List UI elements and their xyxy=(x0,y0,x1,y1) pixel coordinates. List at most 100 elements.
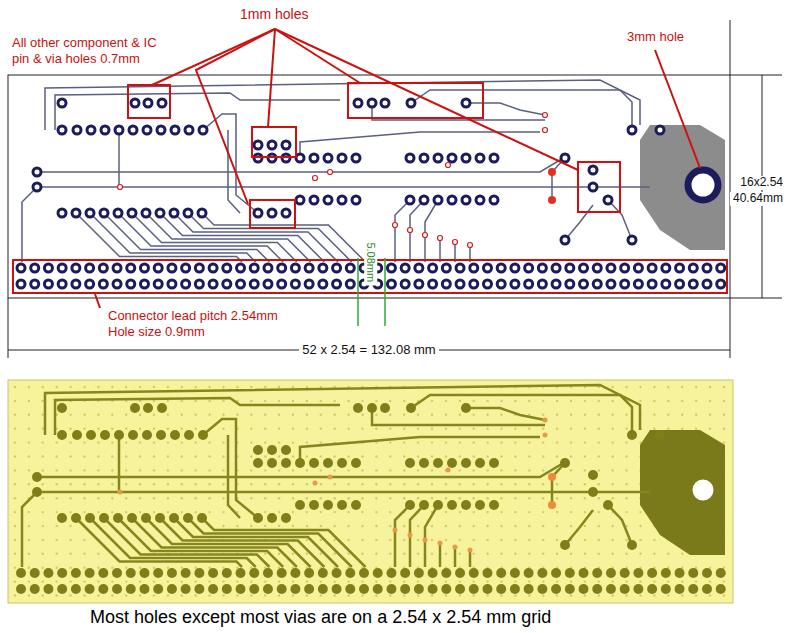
pin-hole xyxy=(589,183,597,191)
grid-dot xyxy=(69,469,71,471)
grid-dot xyxy=(195,483,197,485)
grid-dot xyxy=(612,414,614,416)
via xyxy=(328,475,333,480)
copper-trace xyxy=(160,213,324,262)
pin-hole xyxy=(158,99,166,107)
pin-hole xyxy=(387,264,395,272)
grid-dot xyxy=(83,511,85,513)
copper-trace xyxy=(45,80,640,130)
pin-hole xyxy=(267,513,277,523)
top-copper xyxy=(17,80,725,288)
grid-dot xyxy=(709,580,711,582)
copper-trace xyxy=(132,518,297,567)
pin-hole xyxy=(429,280,437,288)
grid-dot xyxy=(320,497,322,499)
pin-hole xyxy=(688,584,698,594)
pin-hole xyxy=(447,500,457,510)
grid-dot xyxy=(612,400,614,402)
callout-box xyxy=(252,127,296,157)
pin-hole xyxy=(580,280,588,288)
grid-dot xyxy=(222,580,224,582)
pin-hole xyxy=(524,584,534,594)
grid-dot xyxy=(139,580,141,582)
via xyxy=(438,236,443,241)
pin-hole xyxy=(633,584,643,594)
grid-dot xyxy=(445,428,447,430)
via xyxy=(313,481,318,486)
grid-dot xyxy=(361,428,363,430)
grid-dot xyxy=(556,553,558,555)
grid-dot xyxy=(181,469,183,471)
grid-dot xyxy=(208,483,210,485)
pin-hole xyxy=(71,513,81,523)
grid-dot xyxy=(625,386,627,388)
grid-dot xyxy=(653,580,655,582)
grid-dot xyxy=(28,511,30,513)
grid-dot xyxy=(612,483,614,485)
pin-hole xyxy=(208,568,218,578)
via xyxy=(118,490,123,495)
grid-dot xyxy=(111,567,113,569)
pin-hole xyxy=(290,568,300,578)
grid-dot xyxy=(167,455,169,457)
grid-dot xyxy=(139,567,141,569)
grid-dot xyxy=(69,414,71,416)
grid-dot xyxy=(431,580,433,582)
pitch-line xyxy=(357,258,359,326)
grid-dot xyxy=(528,428,530,430)
grid-dot xyxy=(556,594,558,596)
grid-dot xyxy=(167,386,169,388)
grid-dot xyxy=(431,483,433,485)
copper-trace xyxy=(608,505,632,545)
grid-dot xyxy=(347,469,349,471)
grid-dot xyxy=(612,594,614,596)
pin-hole xyxy=(71,568,81,578)
pin-hole xyxy=(44,264,52,272)
grid-dot xyxy=(625,441,627,443)
grid-dot xyxy=(14,539,16,541)
pin-hole xyxy=(114,430,124,440)
leader-line xyxy=(152,29,275,85)
dimension-text: 52 x 2.54 = 132.08 mm xyxy=(299,343,438,358)
pin-hole xyxy=(57,403,67,413)
pin-hole xyxy=(323,500,333,510)
grid-dot xyxy=(56,483,58,485)
pin-hole xyxy=(57,584,67,594)
grid-dot xyxy=(417,594,419,596)
pin-hole xyxy=(305,264,313,272)
grid-dot xyxy=(222,497,224,499)
grid-dot xyxy=(542,497,544,499)
grid-dot xyxy=(28,441,30,443)
pin-hole xyxy=(324,154,332,162)
grid-dot xyxy=(486,469,488,471)
pin-hole xyxy=(566,264,574,272)
grid-dot xyxy=(445,525,447,527)
grid-dot xyxy=(417,497,419,499)
grid-dot xyxy=(69,386,71,388)
pin-hole xyxy=(621,280,629,288)
copper-trace xyxy=(90,213,256,262)
pin-hole xyxy=(656,126,664,134)
pin-hole xyxy=(139,584,149,594)
leader-line xyxy=(655,50,700,168)
pin-hole xyxy=(442,264,450,272)
grid-dot xyxy=(69,553,71,555)
mounting-hole xyxy=(688,170,718,200)
grid-dot xyxy=(514,580,516,582)
grid-dot xyxy=(28,386,30,388)
pin-hole xyxy=(620,568,630,578)
pin-hole xyxy=(141,513,151,523)
pin-hole xyxy=(31,264,39,272)
grid-dot xyxy=(222,567,224,569)
pin-hole xyxy=(254,141,262,149)
grid-dot xyxy=(208,441,210,443)
grid-dot xyxy=(306,386,308,388)
copper-trace xyxy=(55,93,340,130)
via xyxy=(118,185,123,190)
grid-dot xyxy=(222,428,224,430)
grid-dot xyxy=(667,428,669,430)
grid-dot xyxy=(320,455,322,457)
grid-dot xyxy=(292,553,294,555)
pin-hole xyxy=(30,584,40,594)
grid-dot xyxy=(514,441,516,443)
